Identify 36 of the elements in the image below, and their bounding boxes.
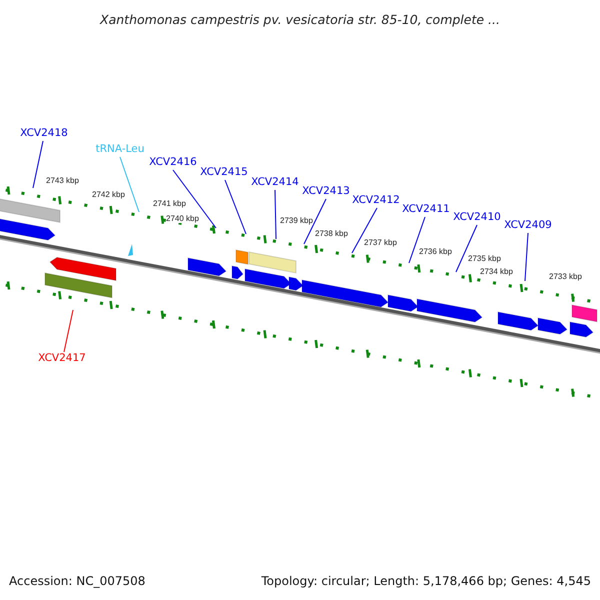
accession-text: Accession: NC_007508 xyxy=(9,574,146,588)
gene-label: XCV2416 xyxy=(149,156,197,168)
gene-label: XCV2414 xyxy=(251,176,299,188)
scale-label: 2742 kbp xyxy=(92,190,125,199)
scale-label: 2740 kbp xyxy=(166,214,199,223)
leader-line xyxy=(224,180,246,234)
scale-label: 2739 kbp xyxy=(280,216,313,225)
scale-label: 2741 kbp xyxy=(153,199,186,208)
leader-line xyxy=(524,232,528,282)
scale-label: 2738 kbp xyxy=(315,229,348,238)
scale-label: 2737 kbp xyxy=(364,238,397,247)
leader-line xyxy=(456,224,478,272)
gene-label: XCV2413 xyxy=(302,185,350,197)
gene-label: XCV2415 xyxy=(200,166,248,178)
gene-label: XCV2411 xyxy=(402,203,450,215)
gene-label: XCV2412 xyxy=(352,194,400,206)
scale-label: 2734 kbp xyxy=(480,267,513,276)
leader-line xyxy=(408,216,426,264)
gene-label: XCV2418 xyxy=(20,127,68,139)
gene-label: XCV2410 xyxy=(453,211,501,223)
leader-line xyxy=(274,190,276,240)
leader-line xyxy=(32,140,44,188)
scale-label: 2743 kbp xyxy=(46,176,79,185)
leader-line xyxy=(64,310,74,352)
leader-line xyxy=(120,156,140,212)
scale-label: 2736 kbp xyxy=(419,247,452,256)
gene-label: tRNA-Leu xyxy=(96,143,144,155)
scale-label: 2735 kbp xyxy=(468,254,501,263)
gene-label: XCV2417 xyxy=(38,352,86,364)
leader-line xyxy=(172,170,216,228)
gene-label: XCV2409 xyxy=(504,219,552,231)
title: Xanthomonas campestris pv. vesicatoria str. 85-10, complete ... xyxy=(100,12,500,27)
leader-line xyxy=(352,208,378,254)
genome-info-text: Topology: circular; Length: 5,178,466 bp; Genes: 4,545 xyxy=(261,574,591,588)
scale-label: 2733 kbp xyxy=(549,272,582,281)
leader-line xyxy=(304,198,326,244)
